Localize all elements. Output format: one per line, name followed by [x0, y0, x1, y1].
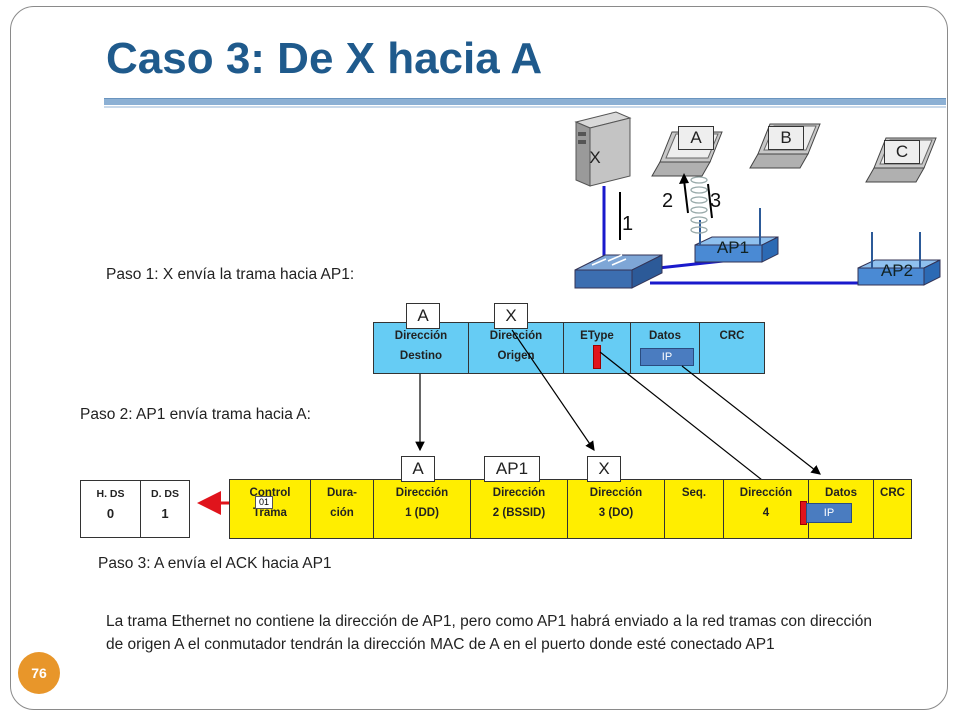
step-arrows [619, 173, 713, 240]
step1-text: Paso 1: X envía la trama hacia AP1: [106, 266, 355, 283]
wlan-col-seq: Seq. [664, 479, 724, 539]
switch-icon [574, 254, 663, 289]
eth-label-x: X [494, 303, 528, 329]
arrow-src-to-addr3 [511, 329, 595, 451]
wlan-label-a: A [401, 456, 435, 482]
explanation-paragraph: La trama Ethernet no contiene la direcci… [106, 613, 872, 653]
server-icon [574, 111, 632, 187]
server-x-label: X [589, 148, 601, 167]
step2-text: Paso 2: AP1 envía trama hacia A: [80, 406, 311, 423]
wlan-label-ap1: AP1 [484, 456, 540, 482]
laptop-a-label: A [678, 126, 714, 150]
step3-text: Paso 3: A envía el ACK hacia AP1 [98, 555, 332, 572]
laptop-c-label: C [884, 140, 920, 164]
step-2-number: 2 [662, 190, 674, 212]
eth-col-src: DirecciónOrigen [468, 322, 564, 374]
eth-col-crc: CRC [699, 322, 765, 374]
step-3-number: 3 [710, 190, 722, 212]
wlan-col-duration: Dura-ción [310, 479, 374, 539]
wlan-label-x: X [587, 456, 621, 482]
title-underline-shadow [104, 106, 946, 108]
eth-ip-block: IP [640, 348, 694, 366]
wlan-control-bits: 01 [255, 496, 273, 509]
arrow-data-to-wlan-data [681, 365, 821, 475]
page-number-badge: 76 [18, 652, 60, 694]
title-underline [104, 98, 946, 105]
wlan-ip-block: IP [806, 503, 852, 523]
ap2-label: AP2 [880, 261, 914, 280]
ap2-icon [857, 232, 941, 286]
laptop-b-label: B [768, 126, 804, 150]
step-1-number: 1 [622, 213, 634, 235]
wlan-col-crc: CRC [873, 479, 912, 539]
wireless-link-icon [690, 176, 708, 234]
eth-etype-marker [593, 345, 601, 369]
slide-title: Caso 3: De X hacia A [106, 34, 543, 83]
ap1-label: AP1 [716, 238, 750, 257]
slide-frame [10, 6, 948, 710]
eth-label-a: A [406, 303, 440, 329]
ap1-icon [694, 208, 779, 263]
